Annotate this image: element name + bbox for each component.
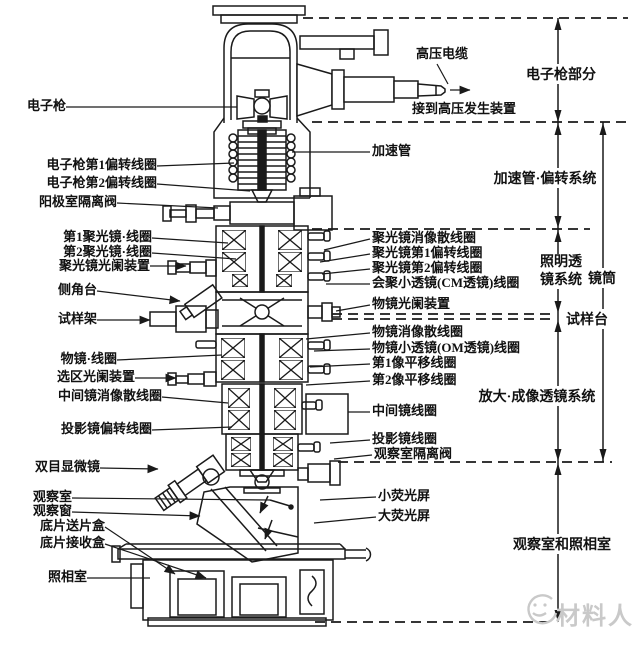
section-divider-lines [303,17,628,623]
section-observation-and-camera-room: 观察室和照相室 [511,534,613,554]
label-projector-deflection-coil: 投影镜偏转线圈 [60,421,152,436]
label-large-fluorescent-screen: 大荧光屏 [378,508,431,523]
small-screen-shape [269,499,291,507]
label-objective-coil: 物镜·线圈 [60,351,117,366]
label-electron-gun: 电子枪 [26,98,66,113]
label-objective-stigmator: 物镜消像散线圈 [372,324,464,339]
label-condenser-deflection-2: 聚光镜第2偏转线圈 [372,260,483,275]
label-condenser-2-coil: 第2聚光镜·线圈 [63,244,152,259]
condenser-aperture-rod [167,259,217,277]
section-magnifying-imaging-system: 放大·成像透镜系统 [476,386,598,406]
gun-deflection-coil-rings [228,133,296,183]
label-om-lens-coil: 物镜小透镜(OM透镜)线圈 [372,340,521,355]
intermediate-lens-section [221,383,349,435]
label-anode-isolation-valve: 阳极室隔离阀 [38,194,117,209]
label-image-shift-1: 第1像平移线圈 [372,355,457,370]
label-intermediate-lens-coil: 中间镜线圈 [372,403,438,418]
label-small-fluorescent-screen: 小荧光屏 [378,488,431,503]
label-projector-lens-coil: 投影镜线圈 [372,431,438,446]
label-condenser-deflection-1: 聚光镜第1偏转线圈 [372,245,483,260]
label-observation-chamber: 观察室 [32,489,72,504]
watermark: 材料人 [556,604,634,630]
label-specimen-holder: 试样架 [57,311,97,326]
objective-lens-section [167,333,331,387]
label-accelerating-tube: 加速管 [372,143,412,158]
specimen-stage-block [149,291,341,335]
dimension-arrows [554,18,607,622]
label-condenser-aperture: 聚光镜光阑装置 [58,258,150,273]
label-gun-deflection-coil-1: 电子枪第1偏转线圈 [46,157,157,172]
label-observation-window: 观察窗 [32,503,72,518]
label-image-shift-2: 第2像平移线圈 [372,372,457,387]
section-accelerating-deflection-system: 加速管·偏转系统 [491,168,599,188]
right-leader-lines [292,63,471,524]
section-illumination-lens-system: 照明透镜系统 [536,254,586,289]
label-condenser-1-coil: 第1聚光镜·线圈 [63,229,152,244]
large-screen-shape [257,527,299,538]
observation-chamber-body [196,486,299,563]
observation-isolation-valve [239,460,341,494]
label-binocular-microscope: 双目显微镜 [34,459,100,474]
film-receive-box-shape [231,576,287,618]
binocular-microscope-shape [154,454,226,512]
label-to-hv-generator: 接到高压发生装置 [412,101,517,116]
selected-area-aperture-rod [167,371,217,387]
label-film-feed-box: 底片送片盒 [39,518,105,533]
top-flange [212,5,306,24]
label-camera-room: 照相室 [47,569,87,584]
label-objective-aperture: 物镜光阑装置 [372,296,451,311]
label-intermediate-stigmator: 中间镜消像散线圈 [57,388,162,403]
label-condenser-stigmator: 聚光镜消像散线圈 [372,230,477,245]
section-electron-gun-part: 电子枪部分 [524,64,598,84]
label-sa-aperture: 选区光阑装置 [56,369,135,384]
specimen-holder-rod [149,305,219,333]
label-film-receive-box: 底片接收盒 [39,535,105,550]
film-feed-box-shape [169,570,225,618]
label-cm-lens-coil: 会聚小透镜(CM透镜)线圈 [372,275,520,290]
section-specimen-stage: 试样台 [564,309,610,329]
accelerator-tube [228,129,296,203]
label-hv-cable: 高压电缆 [416,46,469,61]
condenser-lens-section [167,225,331,293]
camera-room-body [111,543,372,627]
label-observation-isolation-valve: 观察室隔离阀 [374,446,453,461]
label-side-tilt-stage: 侧角台 [57,282,97,297]
smiley-logo-icon [527,594,558,625]
label-gun-deflection-coil-2: 电子枪第2偏转线圈 [46,175,157,190]
section-column: 镜筒 [586,268,618,288]
anode-isolation-valve [162,187,333,231]
hv-cable-assembly [296,29,446,118]
